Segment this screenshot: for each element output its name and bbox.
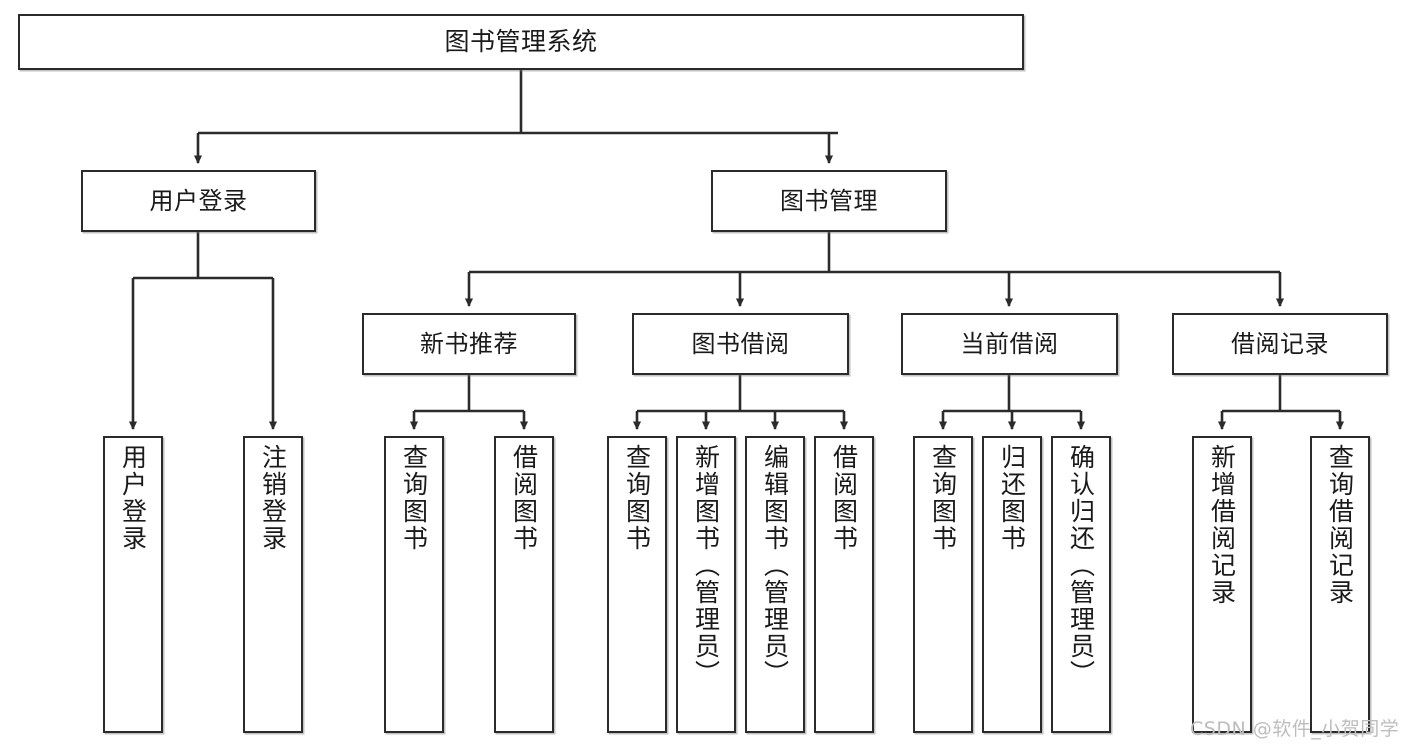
node-book-borrow[interactable]: 图书借阅: [632, 313, 849, 375]
leaf-query-book-3[interactable]: 查询图书: [913, 436, 973, 733]
leaf-query-record[interactable]: 查询借阅记录: [1310, 436, 1370, 733]
node-book-manage-label: 图书管理: [780, 186, 878, 215]
leaf-query-book-1[interactable]: 查询图书: [384, 436, 444, 733]
leaf-borrow-book-2-label: 借阅图书: [829, 444, 859, 552]
leaf-add-record-label: 新增借阅记录: [1207, 444, 1237, 606]
node-root[interactable]: 图书管理系统: [18, 14, 1024, 70]
leaf-query-record-label: 查询借阅记录: [1325, 444, 1355, 606]
leaf-query-book-3-label: 查询图书: [928, 444, 958, 552]
leaf-edit-book-label: 编辑图书（管理员）: [760, 444, 790, 687]
leaf-query-book-2-label: 查询图书: [622, 444, 652, 552]
leaf-add-book-label: 新增图书（管理员）: [691, 444, 721, 687]
node-user-login[interactable]: 用户登录: [81, 170, 316, 232]
node-borrow-record-label: 借阅记录: [1231, 329, 1329, 358]
csdn-watermark: CSDN @软件_小贺同学: [1190, 718, 1400, 740]
leaf-borrow-book-2[interactable]: 借阅图书: [814, 436, 874, 733]
leaf-confirm-return[interactable]: 确认归还（管理员）: [1051, 436, 1111, 733]
leaf-query-book-2[interactable]: 查询图书: [607, 436, 667, 733]
leaf-edit-book[interactable]: 编辑图书（管理员）: [745, 436, 805, 733]
leaf-return-book-label: 归还图书: [997, 444, 1027, 552]
node-book-borrow-label: 图书借阅: [691, 329, 790, 358]
node-root-label: 图书管理系统: [444, 27, 598, 57]
node-borrow-record[interactable]: 借阅记录: [1172, 313, 1388, 375]
leaf-confirm-return-label: 确认归还（管理员）: [1066, 444, 1096, 687]
node-new-book-recommend[interactable]: 新书推荐: [362, 313, 576, 375]
node-new-book-recommend-label: 新书推荐: [420, 329, 518, 358]
leaf-borrow-book-1-label: 借阅图书: [509, 444, 539, 552]
leaf-logout-login[interactable]: 注销登录: [243, 436, 303, 733]
node-book-manage[interactable]: 图书管理: [711, 170, 947, 232]
leaf-user-login[interactable]: 用户登录: [103, 436, 163, 733]
leaf-logout-login-label: 注销登录: [258, 444, 288, 552]
leaf-add-book[interactable]: 新增图书（管理员）: [676, 436, 736, 733]
node-current-borrow-label: 当前借阅: [960, 329, 1059, 358]
leaf-query-book-1-label: 查询图书: [399, 444, 429, 552]
leaf-add-record[interactable]: 新增借阅记录: [1192, 436, 1252, 733]
node-user-login-label: 用户登录: [149, 186, 248, 215]
leaf-user-login-label: 用户登录: [118, 444, 148, 552]
node-current-borrow[interactable]: 当前借阅: [901, 313, 1118, 375]
leaf-borrow-book-1[interactable]: 借阅图书: [494, 436, 554, 733]
leaf-return-book[interactable]: 归还图书: [982, 436, 1042, 733]
